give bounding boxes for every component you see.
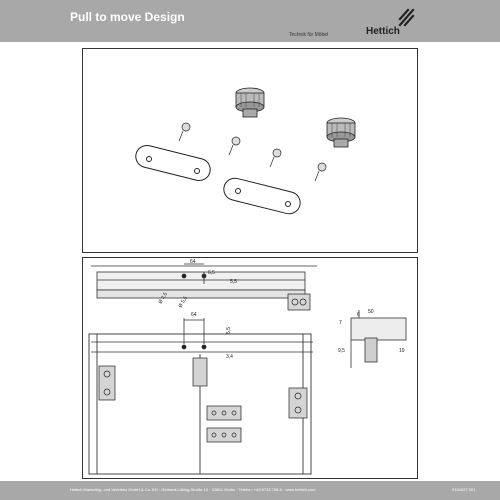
top-rail-section [91,263,317,299]
dim-top-width: 64 [190,259,196,265]
brand-name: Hettich [366,26,400,37]
dim-side-c: 50 [368,309,374,315]
dim-side-a: 7 [339,320,342,326]
brand-tagline: Technik für Möbel [289,32,329,38]
screw-part [178,122,327,182]
technical-drawing: 64 5,5 6,5 Ø 2,5 Ø 5,5 7 6 50 9,5 19 [88,259,407,475]
dim-top-right-alt: 6,5 [208,270,215,276]
document-number: 9154927 001 [452,487,476,492]
middle-rail-section [91,318,313,353]
dim-side-b: 6 [357,312,360,318]
push-knob-part [235,87,265,118]
dim-top-right: 5,5 [230,279,237,285]
dim-mid-height: 5,5 [226,327,232,334]
dim-mid-offset: 3,4 [226,354,233,360]
footer-bar: Hettich Marketing- und Vertriebs GmbH & … [0,481,500,500]
fitting-hardware [98,357,308,443]
cabinet-body-drawing [88,333,312,475]
dim-top-dia-right: Ø 5,5 [178,295,189,309]
rail-hardware-detail [287,293,311,311]
mounting-plate-part [135,144,301,215]
header-bar: Pull to move Design Technik für Möbel He… [0,0,500,42]
hettich-logo-icon [398,8,415,27]
footer-company-info: Hettich Marketing- und Vertriebs GmbH & … [70,487,316,492]
parts-overview-panel [82,48,418,253]
technical-drawing-panel: 64 5,5 6,5 Ø 2,5 Ø 5,5 7 6 50 9,5 19 [82,257,418,479]
dim-side-e: 19 [399,348,405,354]
dim-mid-width: 64 [191,312,197,318]
push-knob-part [326,117,356,148]
dim-top-dia-left: Ø 2,5 [158,291,169,305]
page-title: Pull to move Design [70,10,185,24]
dim-side-d: 9,5 [338,348,345,354]
side-detail-section [350,310,407,368]
parts-illustration [135,87,356,215]
